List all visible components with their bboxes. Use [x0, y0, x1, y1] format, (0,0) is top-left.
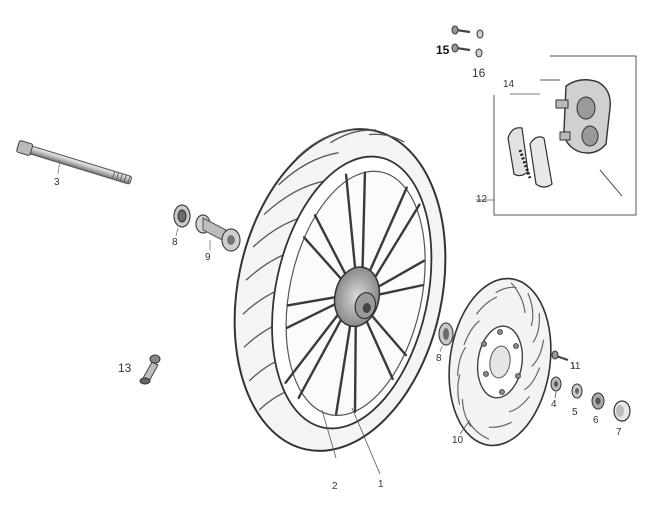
wheel-spokes [284, 171, 426, 416]
spacer [195, 214, 241, 252]
label-part-9: 9 [205, 252, 211, 263]
tyre-valve [139, 354, 161, 385]
nut-6 [591, 392, 605, 410]
label-part-4: 4 [551, 399, 557, 410]
label-part-8-left: 8 [172, 237, 178, 248]
brake-pads [507, 127, 553, 188]
bearing-4 [550, 376, 562, 392]
disc-screw [551, 350, 569, 361]
label-part-16: 16 [472, 66, 486, 80]
label-part-1: 1 [378, 479, 384, 490]
label-part-14: 14 [503, 79, 515, 90]
wheel-assembly [233, 128, 447, 452]
left-bearing [173, 204, 191, 237]
brake-caliper [555, 79, 623, 197]
label-part-15: 15 [436, 43, 450, 57]
label-part-3: 3 [54, 177, 60, 188]
label-part-6: 6 [593, 415, 599, 426]
label-part-13: 13 [118, 361, 132, 375]
washer-5 [571, 383, 583, 399]
caliper-bolts [451, 25, 471, 53]
right-bearing [438, 322, 454, 353]
label-part-8-right: 8 [436, 353, 442, 364]
label-part-7: 7 [616, 427, 622, 438]
axle [16, 140, 133, 185]
label-part-10: 10 [452, 435, 464, 446]
label-part-11: 11 [570, 361, 581, 372]
brake-disc [448, 277, 552, 447]
label-part-12: 12 [476, 194, 488, 205]
caliper-washers [475, 29, 484, 58]
label-part-2: 2 [332, 481, 338, 492]
leader-lines [321, 93, 575, 475]
cap-7 [613, 400, 631, 422]
caliper-group [493, 55, 637, 216]
label-part-5: 5 [572, 407, 578, 418]
